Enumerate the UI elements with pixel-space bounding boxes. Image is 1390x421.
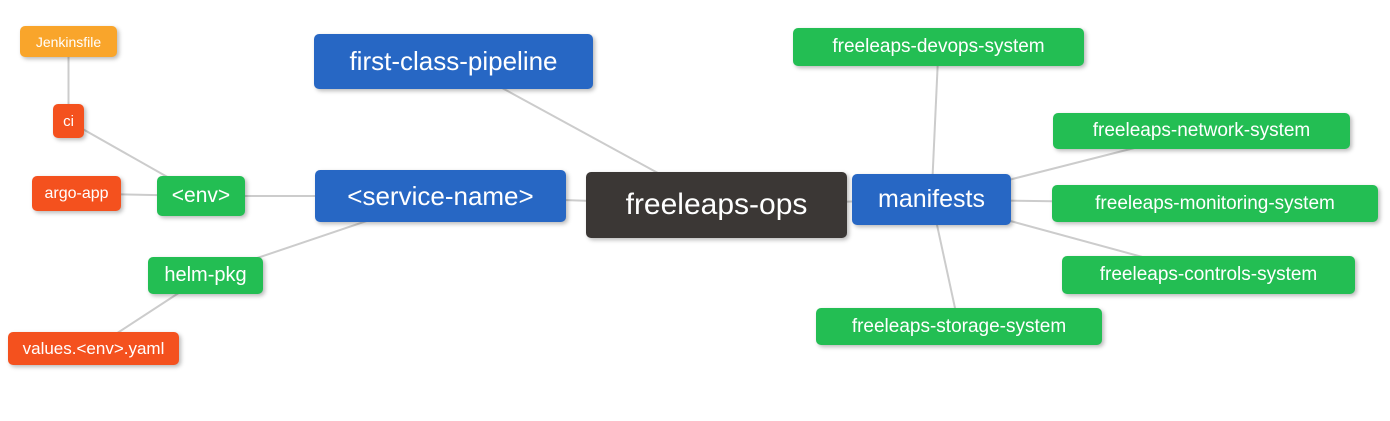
node-argo-app[interactable]: argo-app xyxy=(32,176,121,211)
node-jenkinsfile[interactable]: Jenkinsfile xyxy=(20,26,117,57)
node-env[interactable]: <env> xyxy=(157,176,245,216)
node-first-class-pipeline[interactable]: first-class-pipeline xyxy=(314,34,593,89)
node-helm-pkg[interactable]: helm-pkg xyxy=(148,257,263,294)
node-freeleaps-controls-system[interactable]: freeleaps-controls-system xyxy=(1062,256,1355,294)
node-freeleaps-ops[interactable]: freeleaps-ops xyxy=(586,172,847,238)
node-freeleaps-network-system[interactable]: freeleaps-network-system xyxy=(1053,113,1350,149)
node-ci[interactable]: ci xyxy=(53,104,84,138)
node-manifests[interactable]: manifests xyxy=(852,174,1011,225)
node-service-name[interactable]: <service-name> xyxy=(315,170,566,222)
node-freeleaps-devops-system[interactable]: freeleaps-devops-system xyxy=(793,28,1084,66)
node-freeleaps-monitoring-system[interactable]: freeleaps-monitoring-system xyxy=(1052,185,1378,222)
node-values-env-yaml[interactable]: values.<env>.yaml xyxy=(8,332,179,365)
node-freeleaps-storage-system[interactable]: freeleaps-storage-system xyxy=(816,308,1102,345)
